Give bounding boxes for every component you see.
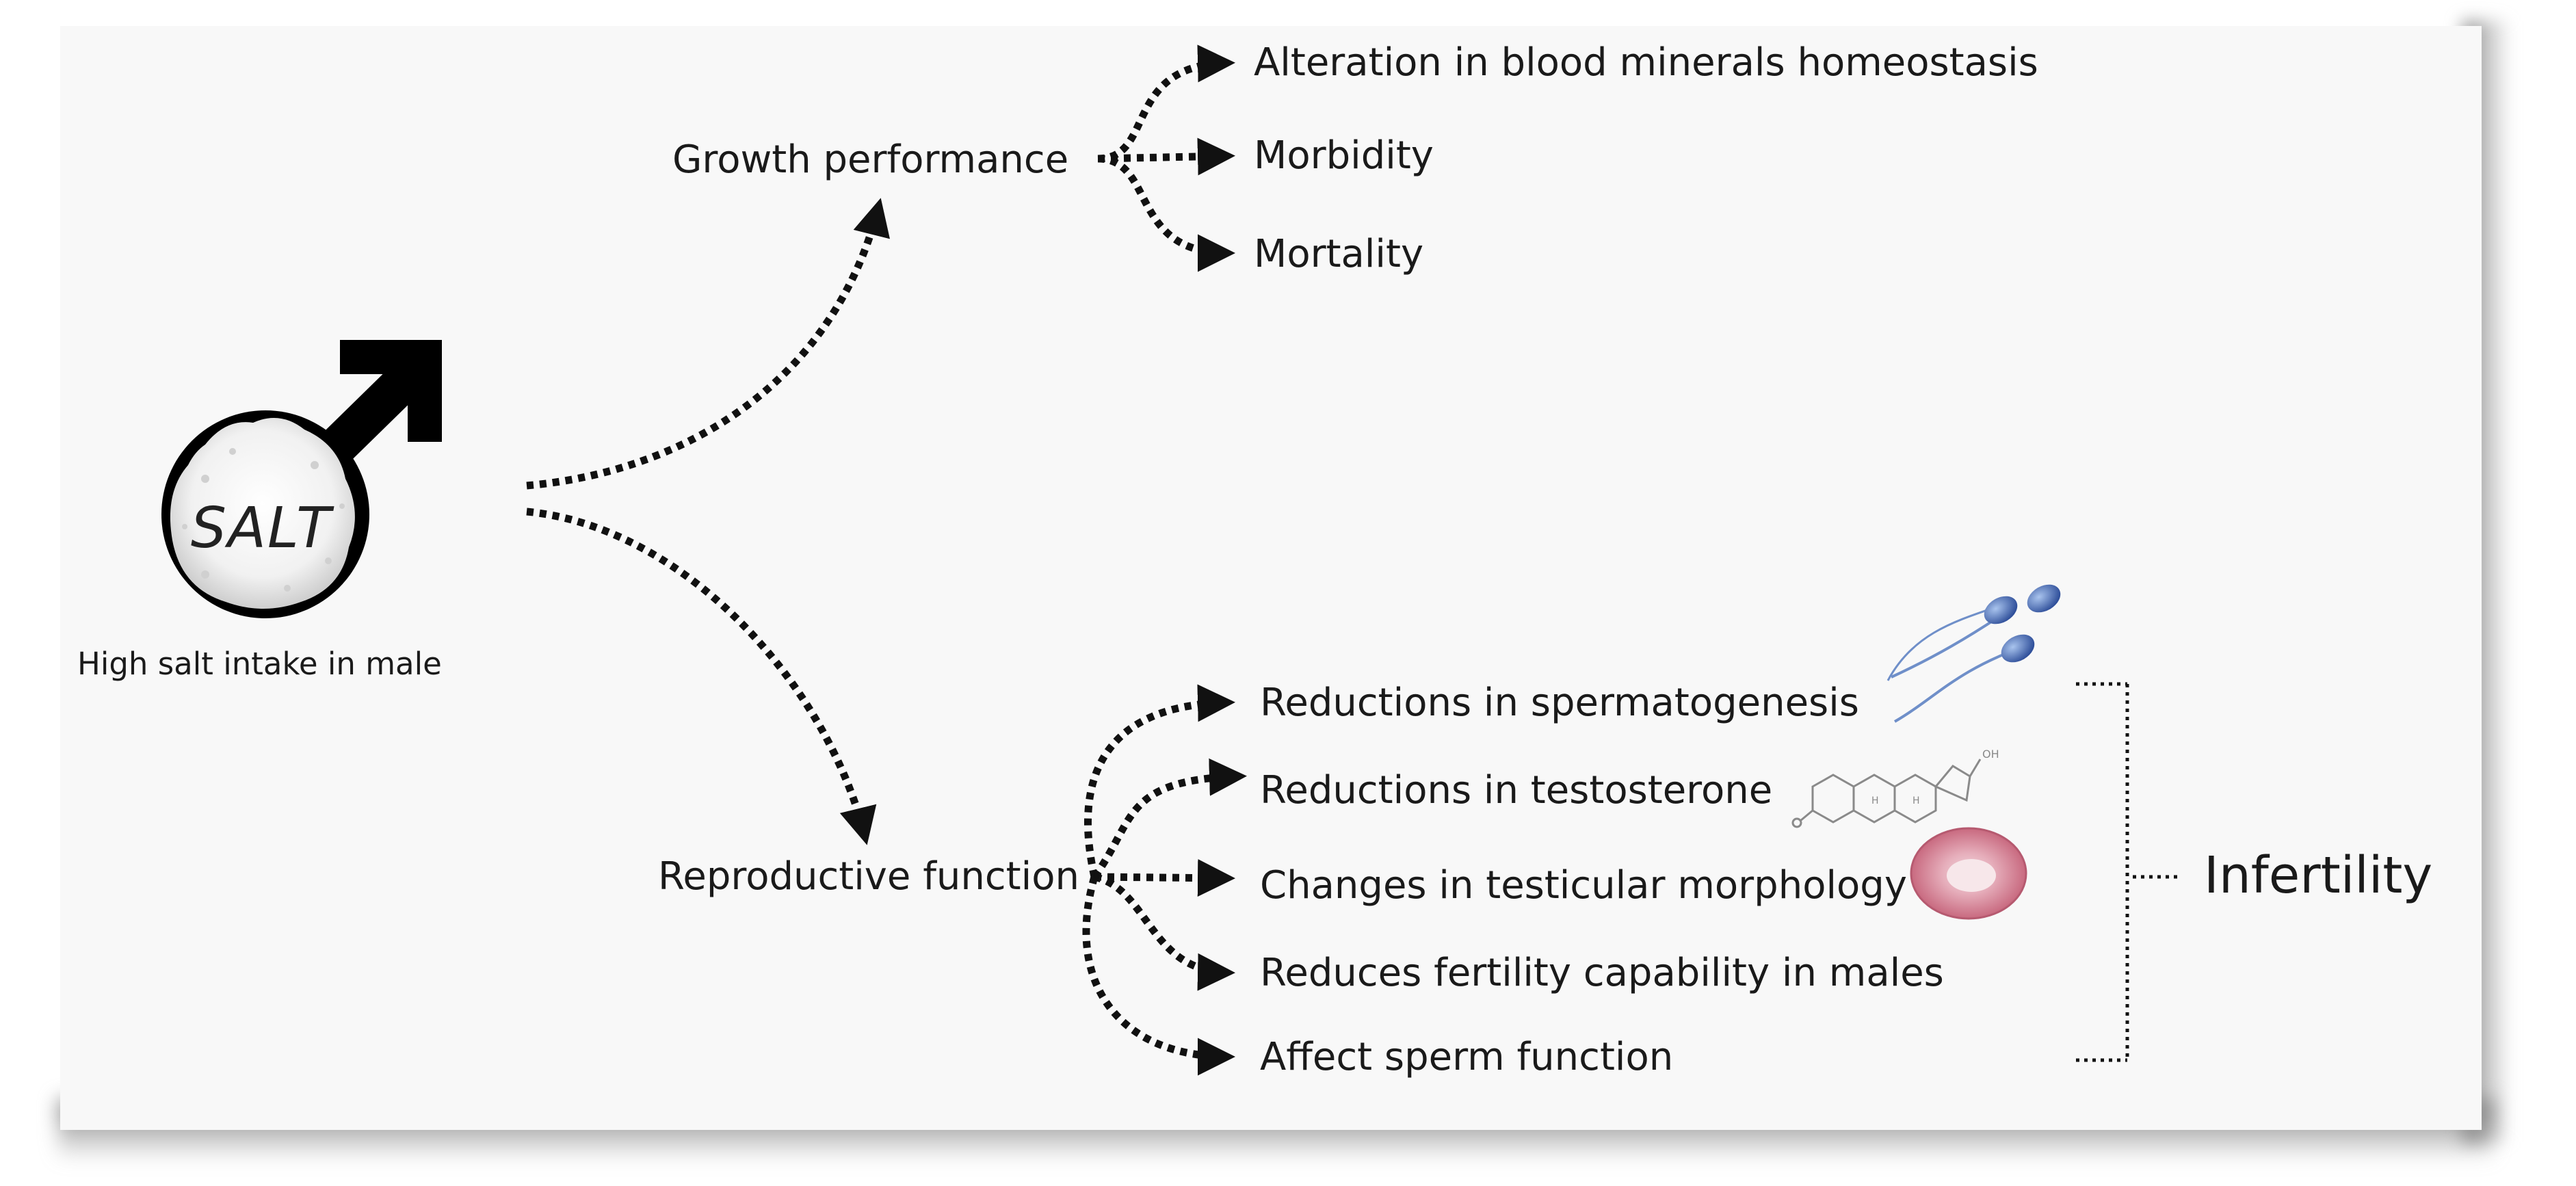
arrow-to-effect-mortality (1097, 155, 1235, 272)
arrow-to-effect-spermatogenesis (1084, 684, 1235, 878)
arrow-to-effect-fertility (1093, 873, 1235, 991)
testicular-tissue-icon (1910, 827, 2027, 920)
outcome-infertility: Infertility (2204, 846, 2433, 905)
effect-testosterone: Reductions in testosterone (1260, 768, 1773, 813)
arrow-to-effect-testicular-morphology (1094, 859, 1235, 897)
arrow-to-effect-morbidity (1097, 137, 1235, 176)
effect-testicular-morphology: Changes in testicular morphology (1260, 863, 1907, 908)
svg-text:H: H (1913, 795, 1920, 806)
svg-text:OH: OH (1982, 748, 1999, 761)
svg-text:H: H (1871, 795, 1879, 806)
arrow-to-growth (526, 198, 890, 490)
sperm-illustration (1887, 584, 2061, 723)
effect-spermatogenesis: Reductions in spermatogenesis (1260, 681, 1859, 725)
effect-fertility-capability: Reduces fertility capability in males (1260, 951, 1944, 995)
arrow-to-reproductive (526, 508, 877, 845)
male-symbol-arrowhead (340, 340, 442, 442)
effect-mortality: Mortality (1254, 232, 1424, 276)
node-growth-performance: Growth performance (672, 137, 1069, 182)
effect-morbidity: Morbidity (1254, 133, 1434, 178)
salt-grain-texture (182, 448, 345, 592)
testosterone-structure-icon: OH H H (1791, 748, 1999, 828)
diagram-panel (60, 26, 2482, 1130)
arrow-to-effect-sperm-function (1082, 875, 1235, 1076)
male-salt-icon: SALT (161, 340, 442, 618)
salt-badge-text: SALT (191, 496, 334, 561)
salt-pile (170, 417, 355, 609)
node-reproductive-function: Reproductive function (658, 854, 1079, 899)
arrow-to-effect-blood-minerals (1097, 44, 1235, 163)
source-label: High salt intake in male (77, 646, 442, 682)
arrow-to-effect-testosterone (1091, 758, 1247, 880)
effect-blood-minerals: Alteration in blood minerals homeostasis (1254, 40, 2038, 85)
infertility-bracket (2076, 682, 2182, 1062)
effect-sperm-function: Affect sperm function (1260, 1035, 1674, 1079)
